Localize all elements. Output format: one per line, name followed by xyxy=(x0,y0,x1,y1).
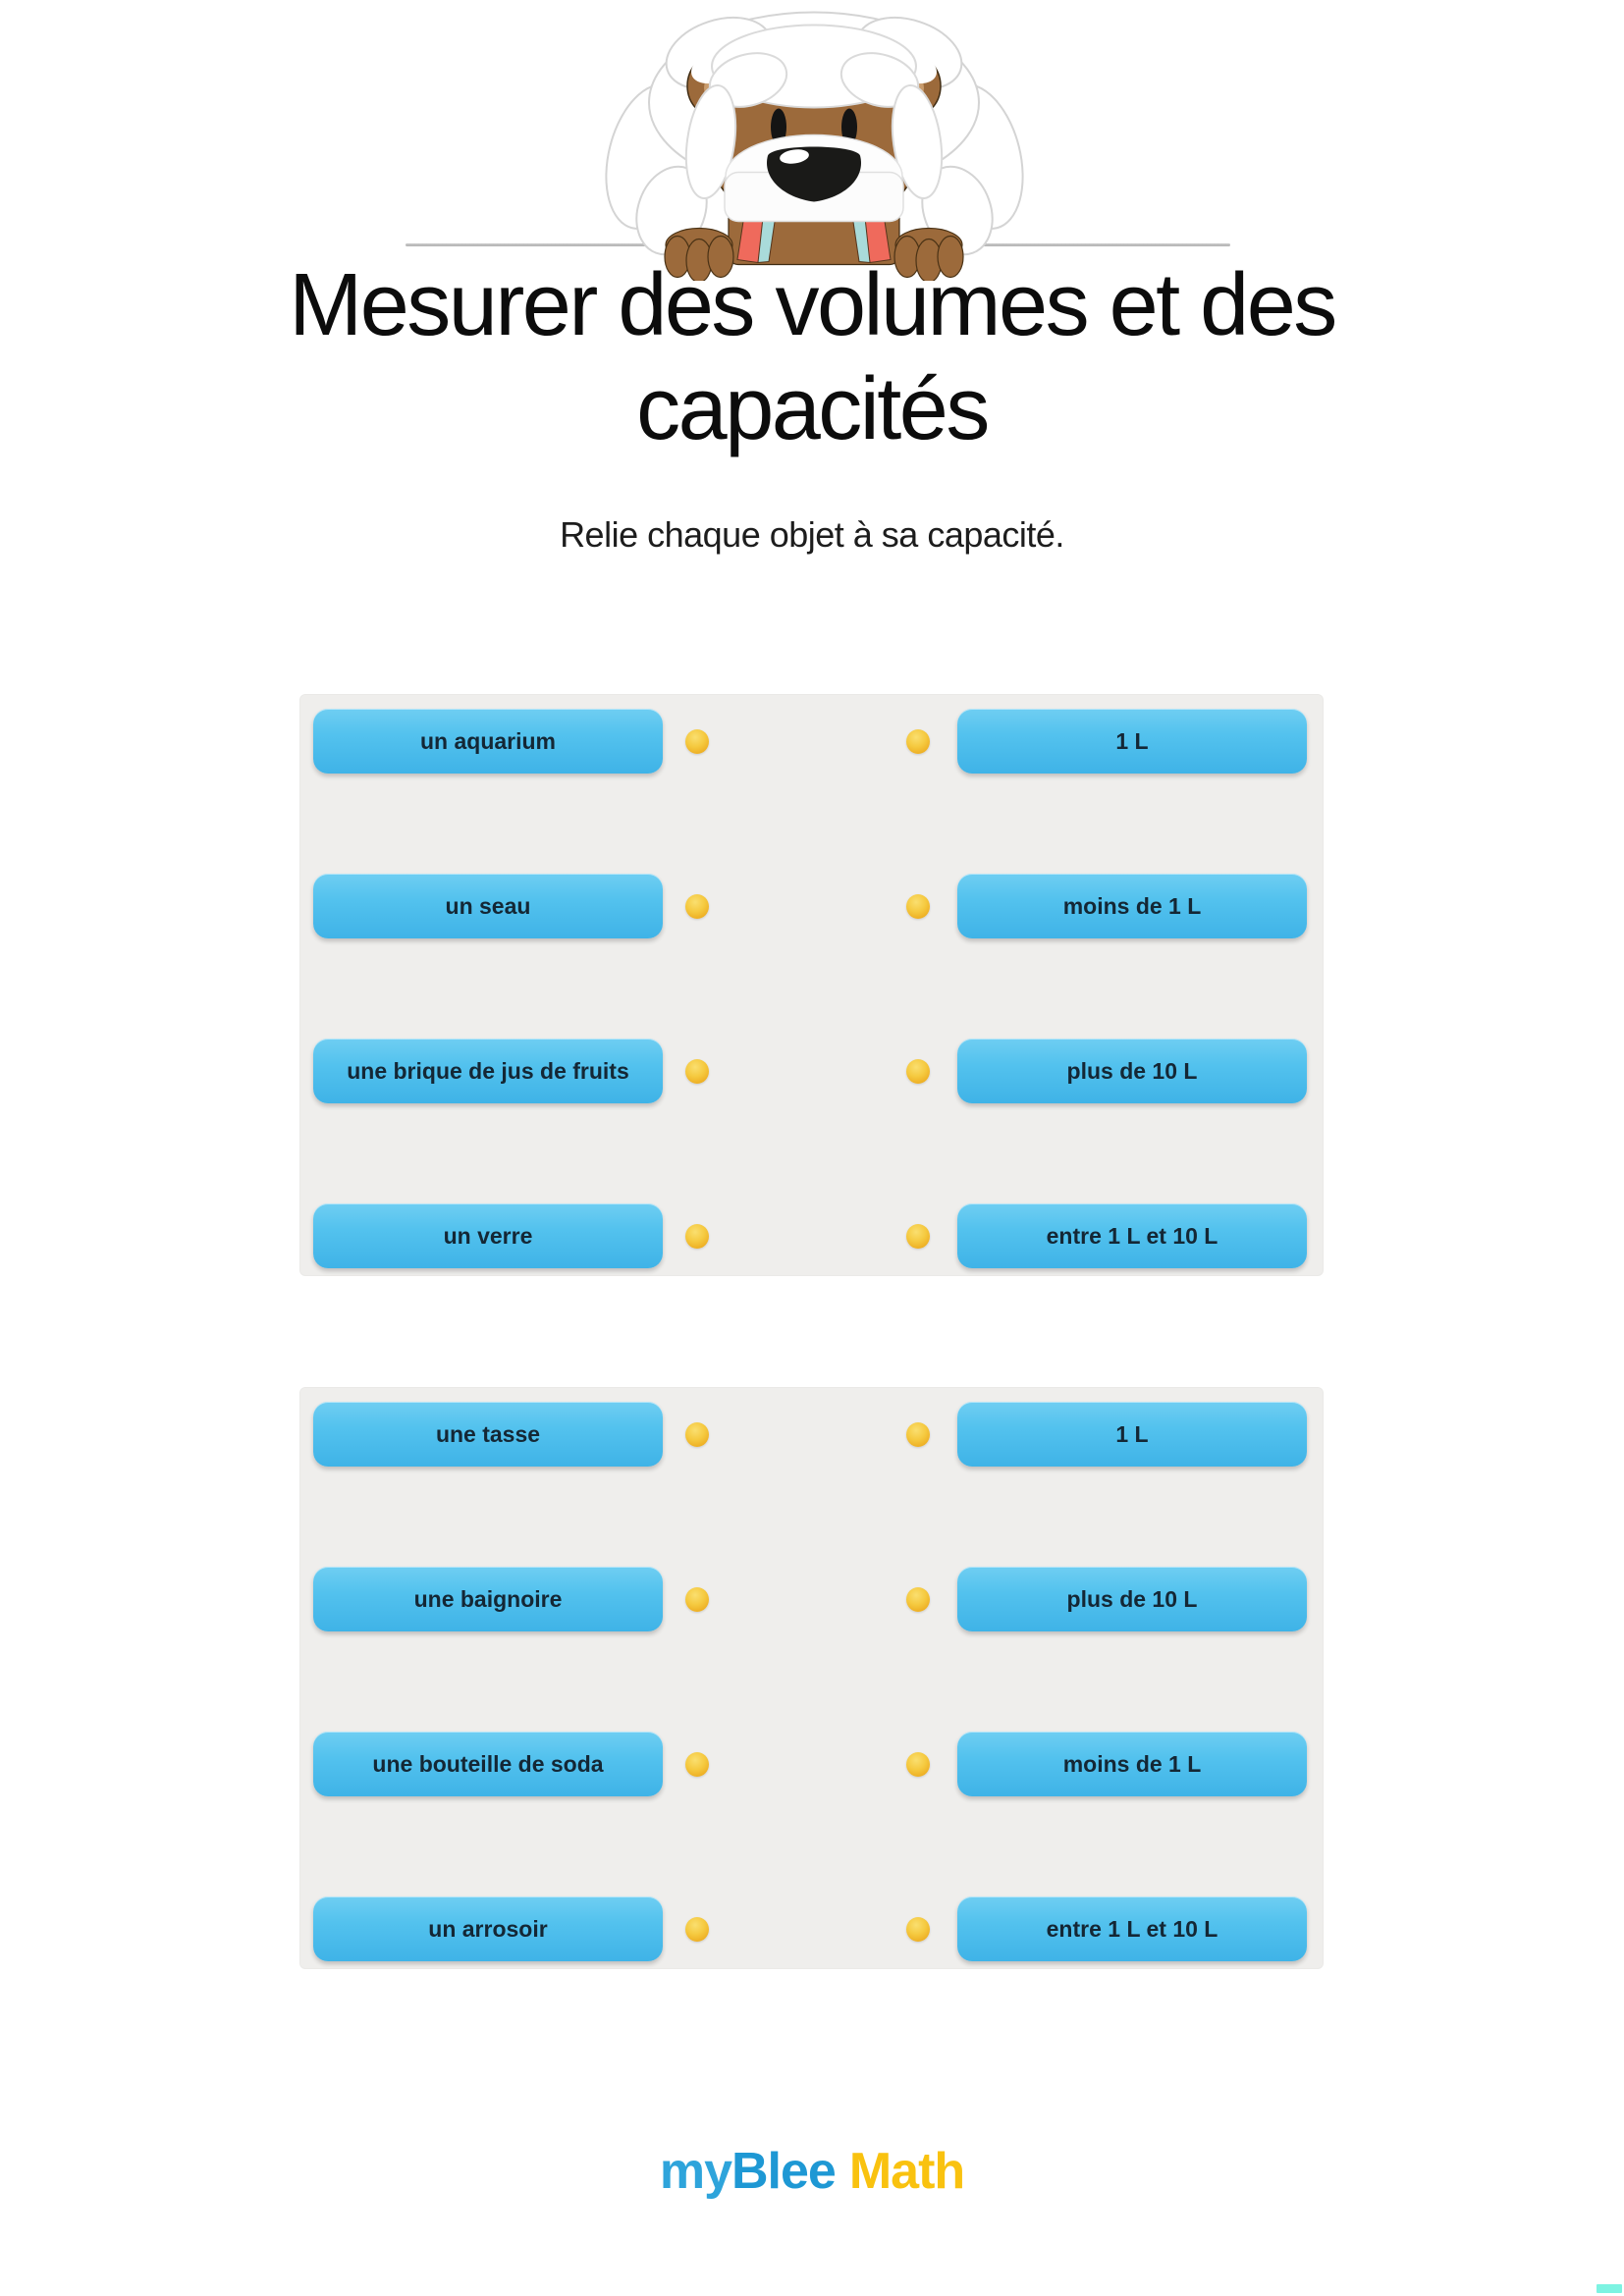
page-title: Mesurer des volumes et des capacités xyxy=(0,253,1624,461)
capacity-button[interactable]: entre 1 L et 10 L xyxy=(957,1203,1307,1268)
matching-row: un seau moins de 1 L xyxy=(299,874,1324,938)
connector-dot-right[interactable] xyxy=(906,1587,930,1612)
scan-artifact xyxy=(1597,2284,1622,2293)
connector-dot-left[interactable] xyxy=(685,1059,709,1084)
connector-dot-left[interactable] xyxy=(685,1752,709,1777)
matching-panel-1: un aquarium 1 L un seau moins de 1 L une… xyxy=(299,694,1324,1276)
matching-panel-2: une tasse 1 L une baignoire plus de 10 L… xyxy=(299,1387,1324,1969)
page-title-line1: Mesurer des volumes et des xyxy=(289,256,1337,354)
connector-dot-right[interactable] xyxy=(906,1917,930,1942)
capacity-button[interactable]: 1 L xyxy=(957,1402,1307,1467)
object-button[interactable]: une baignoire xyxy=(313,1567,663,1631)
connector-dot-right[interactable] xyxy=(906,894,930,919)
matching-row: une brique de jus de fruits plus de 10 L xyxy=(299,1039,1324,1103)
object-button[interactable]: une brique de jus de fruits xyxy=(313,1039,663,1103)
instruction-text: Relie chaque objet à sa capacité. xyxy=(560,514,1064,555)
capacity-button[interactable]: moins de 1 L xyxy=(957,1732,1307,1796)
connector-dot-right[interactable] xyxy=(906,729,930,754)
connector-dot-left[interactable] xyxy=(685,1917,709,1942)
capacity-button[interactable]: plus de 10 L xyxy=(957,1567,1307,1631)
logo-blee: Blee xyxy=(731,2143,837,2200)
connector-dot-right[interactable] xyxy=(906,1059,930,1084)
matching-row: une baignoire plus de 10 L xyxy=(299,1567,1324,1631)
matching-row: un verre entre 1 L et 10 L xyxy=(299,1203,1324,1268)
object-button[interactable]: un seau xyxy=(313,874,663,938)
connector-dot-right[interactable] xyxy=(906,1752,930,1777)
capacity-button[interactable]: moins de 1 L xyxy=(957,874,1307,938)
connector-dot-left[interactable] xyxy=(685,1587,709,1612)
object-button[interactable]: un verre xyxy=(313,1203,663,1268)
object-button[interactable]: un aquarium xyxy=(313,709,663,774)
connector-dot-right[interactable] xyxy=(906,1422,930,1447)
page-title-line2: capacités xyxy=(636,360,990,459)
connector-dot-left[interactable] xyxy=(685,1224,709,1249)
connector-dot-right[interactable] xyxy=(906,1224,930,1249)
matching-row: une tasse 1 L xyxy=(299,1402,1324,1467)
capacity-button[interactable]: plus de 10 L xyxy=(957,1039,1307,1103)
bear-mascot-icon xyxy=(605,11,1024,281)
capacity-button[interactable]: 1 L xyxy=(957,709,1307,774)
logo-math: Math xyxy=(848,2143,965,2200)
connector-dot-left[interactable] xyxy=(685,1422,709,1447)
object-button[interactable]: une tasse xyxy=(313,1402,663,1467)
object-button[interactable]: un arrosoir xyxy=(313,1896,663,1961)
connector-dot-left[interactable] xyxy=(685,894,709,919)
connector-dot-left[interactable] xyxy=(685,729,709,754)
matching-row: un arrosoir entre 1 L et 10 L xyxy=(299,1896,1324,1961)
matching-row: une bouteille de soda moins de 1 L xyxy=(299,1732,1324,1796)
logo-my: my xyxy=(659,2143,732,2200)
capacity-button[interactable]: entre 1 L et 10 L xyxy=(957,1896,1307,1961)
object-button[interactable]: une bouteille de soda xyxy=(313,1732,663,1796)
matching-row: un aquarium 1 L xyxy=(299,709,1324,774)
